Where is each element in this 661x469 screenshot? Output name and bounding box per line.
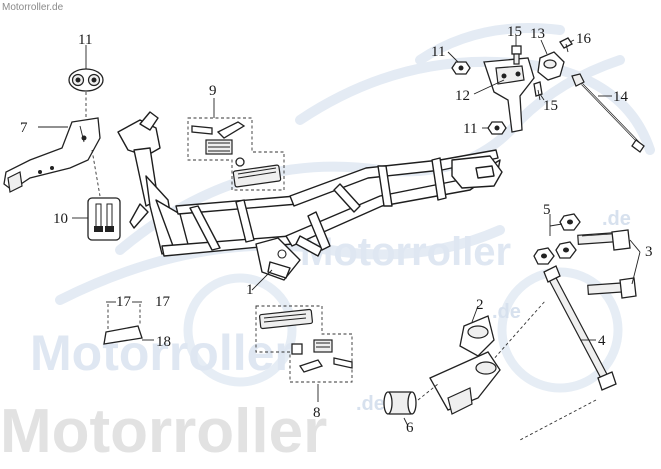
callout-6: 6 xyxy=(406,420,414,436)
callout-11-left: 11 xyxy=(78,32,92,48)
callout-13: 13 xyxy=(530,26,545,42)
watermark-logo-upper: Motorroller xyxy=(300,230,511,274)
callout-labels: 1 2 3 4 5 6 7 8 9 10 11 11 11 12 13 14 1… xyxy=(20,24,653,436)
watermark-logo-middle: Motorroller xyxy=(30,325,294,381)
watermark-background: Motorroller .de Motorroller .de Motorrol… xyxy=(0,23,655,466)
watermark-logo-large: Motorroller xyxy=(0,397,327,466)
watermark-suffix-middle: .de xyxy=(492,301,521,323)
part-5-nuts xyxy=(533,213,581,265)
callout-9: 9 xyxy=(209,83,217,99)
callout-11-lower: 11 xyxy=(463,121,477,137)
watermark-suffix-upper: .de xyxy=(602,208,631,230)
callout-11-upper: 11 xyxy=(431,44,445,60)
part-8-hardware-kit xyxy=(255,305,353,383)
callout-18: 18 xyxy=(156,334,171,350)
site-watermark-label: Motorroller.de xyxy=(2,2,64,13)
part-15-bolt-upper xyxy=(511,45,522,65)
part-6-bushing xyxy=(383,391,417,415)
part-14-cable xyxy=(571,73,645,153)
part-13-bracket xyxy=(537,51,565,81)
callout-5: 5 xyxy=(543,202,551,218)
callout-10: 10 xyxy=(53,211,68,227)
part-2-bracket-upper xyxy=(459,315,495,357)
part-4-axle xyxy=(543,265,617,391)
part-9-hardware-kit xyxy=(187,117,285,191)
callout-16: 16 xyxy=(576,31,592,47)
callout-4: 4 xyxy=(598,333,606,349)
callout-17-left: 17 xyxy=(116,294,132,310)
callout-14: 14 xyxy=(613,89,629,105)
callout-2: 2 xyxy=(476,297,484,313)
watermark-suffix-large: .de xyxy=(356,393,385,415)
part-2-bracket-lower xyxy=(429,351,501,415)
callout-15-upper: 15 xyxy=(507,24,522,40)
part-11-nut-upper xyxy=(451,61,471,75)
part-7-bracket xyxy=(3,117,101,193)
callout-8: 8 xyxy=(313,405,321,421)
part-10-bolt-pair xyxy=(87,197,121,241)
part-1-main-frame xyxy=(117,111,503,281)
callout-17-right: 17 xyxy=(155,294,171,310)
callout-7: 7 xyxy=(20,120,28,136)
callout-12: 12 xyxy=(455,88,470,104)
part-3-bolts xyxy=(577,229,637,299)
callout-15-lower: 15 xyxy=(543,98,558,114)
part-15-bolt-lower xyxy=(533,81,543,101)
part-11-nut-pair xyxy=(68,68,104,92)
part-12-mount-plate xyxy=(483,57,535,133)
part-18-plate xyxy=(103,325,143,345)
callout-3: 3 xyxy=(645,244,653,260)
part-16-screw xyxy=(559,37,573,53)
part-11-nut-lower xyxy=(487,121,507,135)
callout-1: 1 xyxy=(246,282,254,298)
